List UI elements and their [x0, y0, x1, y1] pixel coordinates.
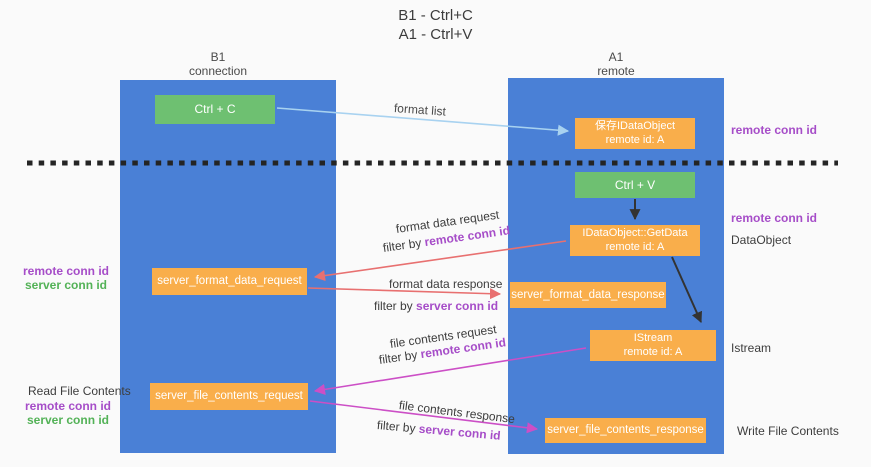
title-line-1: B1 - Ctrl+C [398, 7, 473, 24]
left-column-name: B1 [210, 50, 226, 64]
node-istream-line1: IStream [633, 331, 673, 344]
node-istream-line2: remote id: A [623, 345, 683, 358]
node-ctrl-c-label: Ctrl + C [194, 102, 236, 116]
annotation-dataobject: DataObject [731, 233, 792, 247]
annotation-server-conn-id-left-2: server conn id [26, 413, 110, 427]
node-save-dataobject-line2: remote id: A [605, 133, 665, 146]
node-ctrl-c: Ctrl + C [155, 95, 275, 124]
annotation-remote-conn-id-mid: remote conn id [731, 211, 818, 225]
node-server-file-contents-request-label: server_file_contents_request [155, 390, 303, 403]
annotation-conn-ids-format: remote conn id server conn id [20, 264, 112, 292]
node-ctrl-v: Ctrl + V [575, 172, 695, 198]
label-format-data-response: format data response [389, 277, 503, 291]
annotation-write-file-contents: Write File Contents [737, 424, 839, 438]
annotation-server-conn-id-left-1: server conn id [24, 278, 108, 292]
annotation-conn-ids-file: remote conn id server conn id [22, 399, 114, 427]
annotation-read-file-contents: Read File Contents [28, 384, 131, 398]
annotation-remote-conn-id-top: remote conn id [731, 123, 818, 137]
node-server-file-contents-response: server_file_contents_response [545, 418, 706, 443]
right-column-role: remote [597, 64, 635, 78]
right-column-name: A1 [608, 50, 624, 64]
node-getdata-line1: IDataObject::GetData [582, 226, 688, 239]
node-save-dataobject: 保存IDataObject remote id: A [575, 118, 695, 149]
node-server-file-contents-request: server_file_contents_request [150, 383, 308, 410]
diagram-title: B1 - Ctrl+C A1 - Ctrl+V [398, 6, 473, 44]
node-ctrl-v-label: Ctrl + V [614, 177, 656, 192]
arrow-file-contents-request [313, 347, 587, 395]
node-server-format-data-response: server_format_data_response [510, 282, 666, 308]
node-getdata: IDataObject::GetData remote id: A [570, 225, 700, 256]
arrow-format-data-request [313, 240, 567, 282]
left-column-header: B1 connection [158, 50, 278, 78]
node-istream: IStream remote id: A [590, 330, 716, 361]
arrow-format-data-response [307, 287, 502, 300]
filter-by-text: filter by [374, 299, 417, 313]
annotation-remote-conn-id-left-1: remote conn id [22, 264, 109, 278]
annotation-remote-conn-id-left-2: remote conn id [24, 399, 111, 413]
node-server-format-data-request: server_format_data_request [152, 268, 307, 295]
node-server-format-data-request-label: server_format_data_request [157, 275, 302, 288]
arrow-format-list [276, 107, 570, 136]
right-column-header: A1 remote [556, 50, 676, 78]
node-getdata-line2: remote id: A [605, 240, 665, 253]
arrow-getdata-to-istream [671, 256, 702, 324]
node-server-format-data-response-label: server_format_data_response [511, 288, 665, 301]
arrow-file-contents-response [309, 400, 539, 434]
annotation-istream: Istream [731, 341, 772, 355]
node-server-file-contents-response-label: server_file_contents_response [547, 424, 704, 437]
server-conn-id-text: server conn id [416, 299, 499, 313]
title-line-2: A1 - Ctrl+V [398, 26, 473, 43]
left-column-role: connection [188, 64, 248, 78]
node-save-dataobject-line1: 保存IDataObject [594, 119, 676, 132]
label-filter-by-server-1: filter by server conn id [374, 299, 498, 313]
